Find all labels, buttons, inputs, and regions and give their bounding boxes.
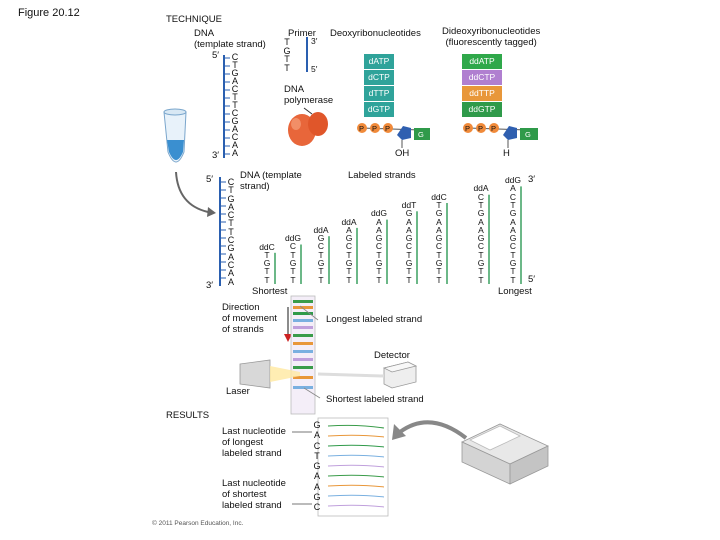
- dd-phosphate-1: P: [465, 124, 471, 133]
- capillary-column: [290, 295, 316, 415]
- base-g-label: G: [418, 130, 424, 139]
- ddTTP-box: ddTTP: [462, 86, 502, 101]
- labeled-fragment-9: ddG A C T G A A G C T G T T: [504, 175, 522, 285]
- shortest-strand-label: Shortest labeled strand: [326, 394, 424, 405]
- detector-label: Detector: [374, 350, 410, 361]
- labeled-fragment-1: ddC T G T T: [259, 241, 275, 285]
- labeled-fragment-4: ddA A G C T G T T: [341, 216, 357, 285]
- strands-three-prime: 3′: [206, 280, 214, 291]
- primer-label: Primer: [288, 28, 316, 39]
- five-prime-label: 5′: [212, 50, 220, 61]
- primer-three-prime: 3′: [311, 36, 318, 46]
- deoxynucleotide-molecule-icon: [357, 123, 430, 148]
- results-heading: RESULTS: [166, 410, 210, 421]
- longest-label: Longest: [498, 286, 532, 297]
- labeled-fragment-7: ddC T G A A G C T G T T: [431, 191, 447, 285]
- longest-three-prime: 3′: [528, 174, 536, 185]
- dideoxynucleotides-label: Dideoxyribonucleotides (fluorescently ta…: [442, 26, 541, 48]
- oh-label: OH: [395, 148, 410, 159]
- deoxynucleotides-label: Deoxyribonucleotides: [330, 28, 421, 39]
- ddATP-box: ddATP: [462, 54, 502, 69]
- figure-label: Figure 20.12: [18, 7, 80, 19]
- detector-icon: [317, 361, 418, 389]
- dGTP-box: dGTP: [364, 102, 394, 117]
- ddCTP-box: ddCTP: [462, 70, 502, 85]
- dTTP-box: dTTP: [364, 86, 394, 101]
- technique-heading: TECHNIQUE: [166, 14, 222, 25]
- labeled-fragment-6: ddT G A A G C T G T T: [401, 200, 417, 285]
- template-strand-label: DNA (template strand): [194, 28, 266, 50]
- laser-icon: [239, 359, 300, 389]
- dd-phosphate-3: P: [491, 124, 497, 133]
- dna-polymerase-icon: [288, 107, 328, 146]
- phosphate-2: P: [372, 124, 378, 133]
- dd-phosphate-2: P: [478, 124, 484, 133]
- printer-icon: [461, 423, 549, 485]
- longest-five-prime: 5′: [528, 274, 536, 285]
- ddGTP-box: ddGTP: [462, 102, 502, 117]
- strands-five-prime: 5′: [206, 174, 214, 185]
- dd-base-g-label: G: [525, 130, 531, 139]
- result-sequence: G A C T G A A G C: [313, 420, 321, 513]
- shortest-label: Shortest: [252, 286, 288, 297]
- strands-template-label: DNA (template strand): [240, 170, 302, 192]
- last-shortest-label: Last nucleotide of shortest labeled stra…: [222, 478, 286, 511]
- primer-five-prime: 5′: [311, 64, 318, 74]
- dATP-box: dATP: [364, 54, 394, 69]
- strands-template-seq: C T G A C T T C G A C A A: [227, 177, 235, 287]
- labeled-fragment-8: ddA C T G A A G C T G T T: [473, 183, 489, 285]
- direction-label: Direction of movement of strands: [222, 302, 277, 335]
- polymerase-label: DNA polymerase: [284, 84, 334, 106]
- dCTP-box: dCTP: [364, 70, 394, 85]
- copyright: © 2011 Pearson Education, Inc.: [152, 520, 244, 527]
- labeled-fragment-5: ddG A A G C T G T T: [370, 208, 388, 285]
- phosphate-3: P: [385, 124, 391, 133]
- dideoxynucleotide-molecule-icon: [463, 123, 538, 148]
- template-sequence: C T G A C T T C G A C A A: [231, 52, 239, 158]
- primer-sequence: T G T T: [283, 37, 291, 73]
- longest-strand-label: Longest labeled strand: [326, 314, 423, 325]
- test-tube-icon: [163, 108, 187, 163]
- three-prime-label: 3′: [212, 150, 220, 161]
- phosphate-1: P: [359, 124, 365, 133]
- labeled-strands-label: Labeled strands: [348, 170, 416, 181]
- laser-label: Laser: [226, 386, 250, 397]
- labeled-fragment-3: ddA G C T G T T: [313, 224, 329, 285]
- labeled-fragment-2: ddG C T G T T: [284, 233, 302, 285]
- last-longest-label: Last nucleotide of longest labeled stran…: [222, 426, 286, 459]
- chromatogram-paper: [317, 417, 389, 517]
- h-label: H: [503, 148, 510, 159]
